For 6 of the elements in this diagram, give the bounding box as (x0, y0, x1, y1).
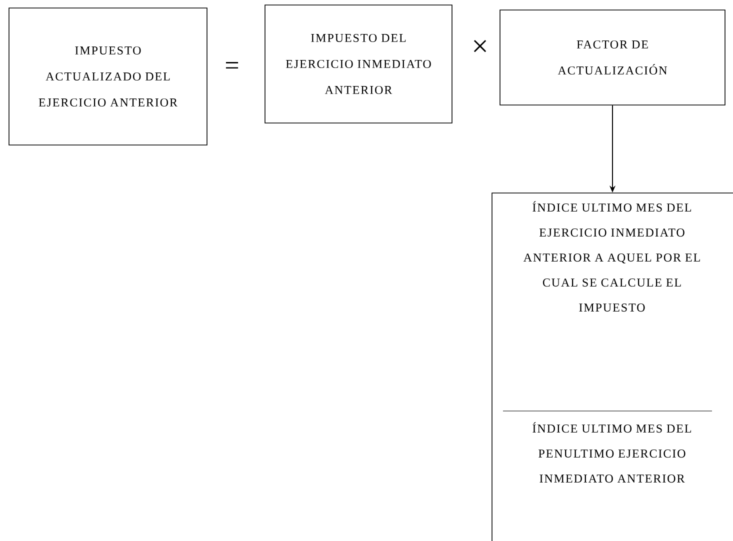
operator-sign: × (474, 40, 486, 52)
text-box: IMPUESTO ACTUALIZADO DEL EJERCICIO ANTERIOR (8, 8, 208, 146)
text-box: IMPUESTO DEL EJERCICIO INMEDIATO ANTERIOR (264, 4, 452, 124)
text-box: FACTOR DE ACTUALIZACIÓN (500, 10, 726, 106)
fraction-box: ÍNDICE ULTIMO MES DEL EJERCICIO INMEDIATO ANTERIOR A AQUEL POR EL CUAL SE CALCULE EL IMPUESTO ÍNDICE ULTIMO MES DEL PENULTIMO EJERCICIO INMEDIATO ANTERIOR (492, 192, 733, 541)
operator-sign: = (226, 62, 238, 69)
